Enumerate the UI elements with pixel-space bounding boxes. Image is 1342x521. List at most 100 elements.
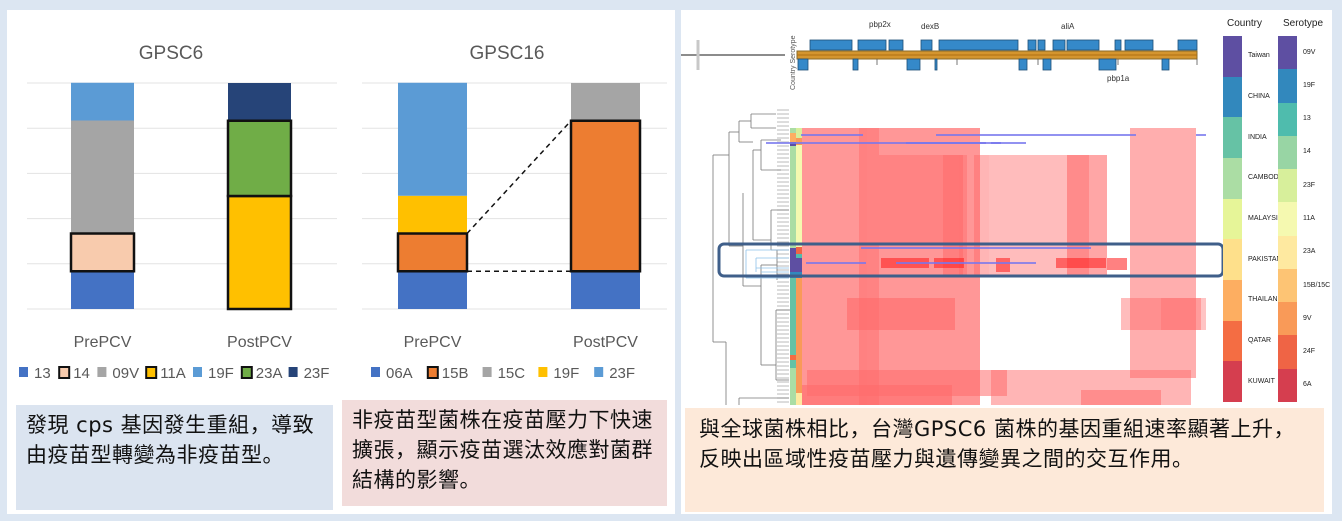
legend-swatch (145, 366, 158, 379)
recombination-block (1161, 298, 1206, 330)
legend-serotype-item-label: 6A (1303, 381, 1312, 389)
bar-segment-06a (398, 271, 467, 309)
country-strip-cell (790, 355, 796, 360)
recombination-block (1067, 155, 1107, 275)
gene-block (888, 39, 904, 51)
legend-country-item-label: CHINA (1248, 93, 1270, 100)
gene-block (1037, 39, 1046, 51)
chart-title: GPSC16 (470, 43, 545, 64)
legend-serotype-item-swatch (1278, 169, 1297, 203)
recombination-figure: Country Serotype (681, 35, 1225, 405)
legend-swatch (482, 367, 492, 377)
legend-serotype-item-swatch (1278, 335, 1297, 370)
legend-label: 11A (160, 365, 186, 382)
legend-label: 19F (553, 365, 579, 382)
gene-block (797, 58, 809, 71)
legend-label: 23A (256, 365, 283, 382)
country-strip-cell (790, 278, 796, 355)
caption-global-comparison: 與全球菌株相比，台灣GPSC6 菌株的基因重組速率顯著上升，反映出區域性疫苗壓力… (685, 408, 1324, 512)
serotype-strip-cell (796, 138, 802, 145)
legend-serotype-item-label: 23F (1303, 181, 1316, 189)
legend-serotype-item-label: 11A (1303, 215, 1315, 222)
country-strip-cell (790, 248, 796, 260)
legend-label: 23F (609, 365, 635, 382)
gene-block (852, 58, 859, 71)
gene-block (1018, 58, 1028, 71)
gene-label-dexb: dexB (921, 22, 940, 31)
legend-country-item-swatch (1223, 361, 1242, 403)
phylogenetic-tree (712, 109, 791, 405)
legend-country-item-swatch (1223, 158, 1242, 200)
legend-country-item-swatch (1223, 76, 1242, 118)
legend-label: 15C (498, 365, 526, 382)
serotype-strip-cell (796, 278, 802, 393)
bar-segment-09v (71, 120, 134, 234)
legend-swatch (240, 366, 253, 379)
legend-country-title: Country (1227, 18, 1263, 29)
caption-recombination: 發現 cps 基因發生重組，導致由疫苗型轉變為非疫苗型。 (16, 405, 333, 510)
legend-serotype-item-swatch (1278, 102, 1297, 137)
legend-serotype-item-label: 09V (1303, 48, 1316, 56)
bar-segment-23f (398, 82, 467, 196)
country-strip-cell (790, 133, 796, 142)
gene-block (920, 39, 933, 51)
legend-serotype-item-swatch (1278, 36, 1297, 70)
gene-block (934, 58, 938, 71)
legend-label: 19F (208, 365, 234, 382)
country-strip-cell (790, 368, 796, 405)
bar-segment-23f (228, 83, 291, 121)
serotype-strip-cell (796, 128, 802, 138)
legend-item-15c: 15C (482, 365, 526, 382)
legend-swatch (538, 367, 548, 377)
country-strip-cell (790, 146, 796, 248)
recombination-block-taiwan (1107, 258, 1127, 270)
recombination-block (1121, 298, 1201, 330)
legend-serotype-item-swatch (1278, 302, 1297, 336)
recombination-block (1081, 390, 1161, 405)
legend-item-19f: 19F (538, 365, 579, 382)
bar-segment-14 (69, 232, 136, 273)
caption-expansion: 非疫苗型菌株在疫苗壓力下快速擴張，顯示疫苗選汰效應對菌群結構的影響。 (342, 400, 667, 506)
bar-segment-19f (71, 82, 134, 121)
legend-item-19f: 19F (193, 365, 234, 382)
legend-serotype-item-label: 19F (1303, 81, 1316, 89)
recombination-block-taiwan (1056, 258, 1106, 268)
gene-block (1124, 39, 1154, 51)
gene-block (1027, 39, 1037, 51)
legend-swatch (288, 367, 298, 377)
legend-label: 23F (304, 365, 330, 382)
legend-item-23f: 23F (594, 365, 635, 382)
legend-serotype-item-swatch (1278, 202, 1297, 237)
legend-serotype-item-label: 23A (1303, 248, 1316, 256)
gene-block (1052, 39, 1066, 51)
serotype-strip-cell (796, 258, 802, 272)
legend-country-item-label: QATAR (1248, 337, 1272, 344)
legend-country-item-swatch (1223, 320, 1242, 362)
legend-swatch (371, 367, 380, 377)
legend-serotype-item-swatch (1278, 235, 1297, 270)
legend-item-23f: 23F (288, 365, 330, 382)
gene-block (1177, 39, 1198, 51)
gene-block (1098, 58, 1117, 71)
country-strip-cell (790, 360, 796, 368)
legend-serotype-item-label: 24F (1303, 348, 1316, 356)
legend-swatch (58, 366, 71, 379)
serotype-strip-cell (796, 254, 802, 258)
category-label-postpcv: PostPCV (573, 334, 638, 351)
legend-swatch (594, 367, 604, 377)
legend-swatch (193, 367, 202, 377)
right-panel: Country Serotype pbp2x dexB aliA pbp1a C… (681, 10, 1332, 514)
recombination-block (959, 155, 967, 275)
bar-segment-19f (398, 195, 467, 234)
legend-serotype-item-label: 9V (1303, 314, 1312, 322)
legend-swatch (97, 367, 107, 377)
country-strip-cell (790, 260, 796, 272)
chart-title: GPSC6 (139, 43, 203, 64)
legend-label: 15B (442, 365, 469, 382)
bar-segment-06a (571, 271, 640, 309)
serotype-strip-cell (796, 145, 802, 247)
legend-item-23a: 23A (240, 365, 283, 382)
